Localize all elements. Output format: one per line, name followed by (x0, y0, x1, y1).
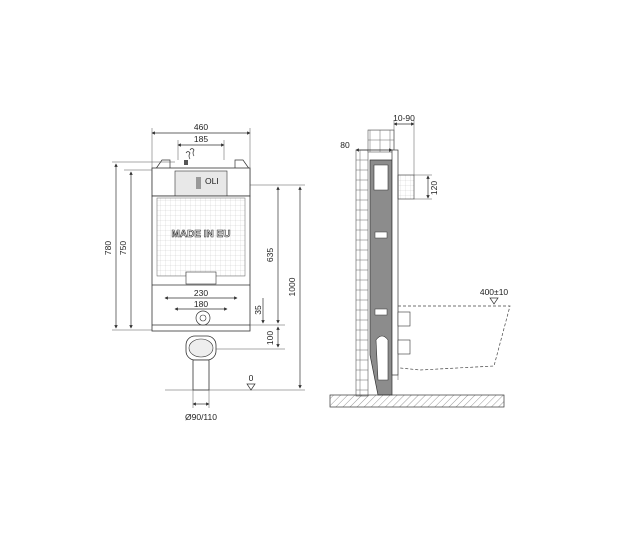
level-marker-icon (246, 383, 256, 391)
brick-wall (355, 149, 369, 397)
flush-mechanism (196, 177, 201, 189)
water-inlet-icon (185, 148, 195, 160)
side-view: 10-90 80 120 400±10 (329, 113, 511, 408)
wc-bowl-outline (398, 305, 511, 371)
level-0-label: 0 (249, 373, 254, 383)
made-in-eu-label: MADE IN EU (172, 229, 231, 240)
cistern-tank-grid (156, 197, 246, 277)
dim-400-label: 400±10 (480, 287, 509, 297)
dim-460-label: 460 (194, 122, 208, 132)
dim-10-90-label: 10-90 (393, 113, 415, 123)
dim-230-label: 230 (194, 288, 208, 298)
front-view: 460 185 OLI MADE IN EU 230 180 (103, 122, 305, 422)
dim-635-label: 635 (265, 248, 275, 262)
bolt-sleeve-lower (397, 339, 411, 355)
brick-wall-top (367, 129, 395, 153)
dim-780-label: 780 (103, 241, 113, 255)
floor-section (329, 394, 505, 408)
dim-1000-label: 1000 (287, 277, 297, 296)
pipe-diameter-label: Ø90/110 (185, 412, 217, 422)
right-bracket (234, 159, 251, 171)
dim-120-label: 120 (429, 181, 439, 195)
dim-35-label: 35 (253, 305, 263, 315)
inlet-valve (184, 160, 188, 165)
dim-750-label: 750 (118, 241, 128, 255)
dim-80-label: 80 (340, 140, 350, 150)
dim-100-label: 100 (265, 331, 275, 345)
left-bracket (154, 159, 171, 171)
drain-pipe (192, 359, 210, 391)
dim-180-label: 180 (194, 299, 208, 309)
flush-plate (397, 174, 415, 200)
front-panel (391, 149, 399, 376)
bolt-sleeve-upper (397, 311, 411, 327)
dim-185-label: 185 (194, 134, 208, 144)
flush-outlet-block (185, 271, 217, 285)
brand-logo: OLI (205, 176, 219, 186)
level-marker-400-icon (489, 297, 499, 305)
